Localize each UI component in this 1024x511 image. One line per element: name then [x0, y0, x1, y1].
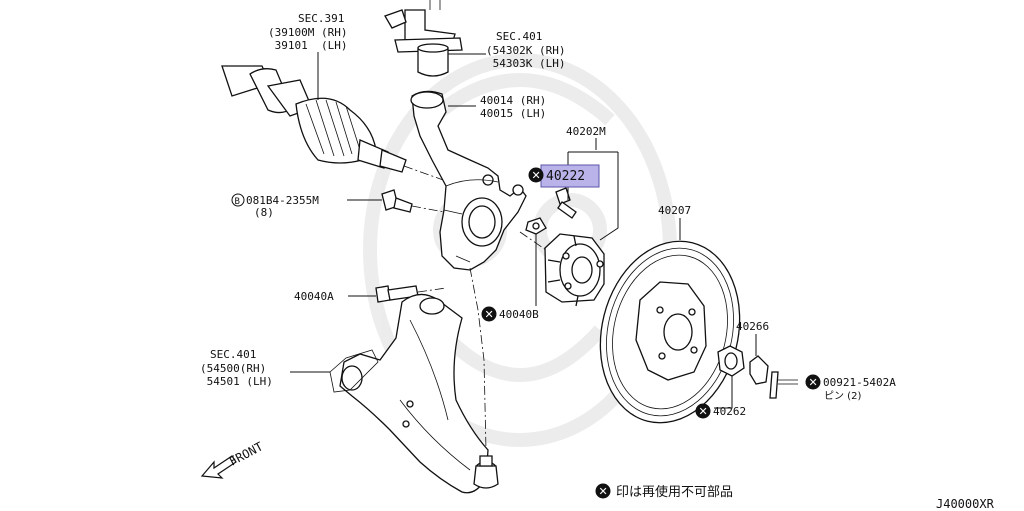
bolt-prefix: B: [235, 197, 240, 207]
bolt-081b4-number: 081B4-2355M: [246, 194, 319, 207]
sec401-low-lh: 54501 (LH): [200, 375, 273, 388]
pin-description: ピン (2): [824, 390, 861, 402]
b-circle-icon: [231, 193, 245, 207]
label-sec401-low[interactable]: SEC.401 (54500(RH) 54501 (LH): [200, 348, 273, 388]
svg-text:✕: ✕: [699, 405, 708, 418]
steering-knuckle: [410, 90, 527, 451]
nut-40040b-number: 40040B: [499, 308, 539, 321]
sec401-low-rh: (54500(RH): [200, 362, 266, 375]
strut-assembly: [384, 0, 463, 77]
hub-bolt: [555, 187, 577, 219]
knuckle-bolt: [381, 189, 445, 213]
drive-shaft: [221, 65, 461, 187]
x-circle-icon: ✕: [595, 483, 611, 499]
label-hub-bolt[interactable]: ✕ 40222: [528, 164, 600, 188]
front-label: FRONT: [227, 439, 265, 468]
x-circle-icon: ✕: [695, 403, 711, 419]
x-circle-icon: ✕: [481, 306, 497, 322]
brake-rotor: [599, 240, 741, 424]
sec401-low-title: SEC.401: [210, 348, 256, 361]
front-indicator: FRONT: [200, 439, 265, 479]
cotter-pin: [769, 371, 798, 399]
pin-number: 00921-5402A: [823, 376, 896, 389]
lock-nut-small: [525, 217, 547, 235]
label-sec401-top[interactable]: SEC.401 (54302K (RH) 54303K (LH): [486, 30, 565, 70]
label-hub-assy[interactable]: 40202M: [566, 125, 606, 138]
wheel-hub: [519, 231, 605, 307]
lower-control-arm: [329, 293, 499, 494]
hub-nut: [717, 345, 745, 377]
diagram-code: J40000XR: [936, 497, 995, 511]
front-arrow-icon: [200, 455, 237, 479]
sec401-top-title: SEC.401: [496, 30, 542, 43]
legend: ✕ 印は再使用不可部品: [595, 483, 733, 500]
label-40040b[interactable]: ✕ 40040B: [481, 306, 540, 322]
knuckle-rh: 40014 (RH): [480, 94, 546, 107]
label-pin[interactable]: ✕ 00921-5402A ピン (2): [805, 374, 897, 403]
label-washer[interactable]: 40266: [736, 320, 769, 333]
label-knuckle[interactable]: 40014 (RH) 40015 (LH): [480, 94, 546, 120]
x-circle-icon: ✕: [805, 374, 821, 390]
legend-text: 印は再使用不可部品: [616, 484, 733, 500]
label-40262[interactable]: ✕ 40262: [695, 403, 747, 419]
sec401-top-lh: 54303K (LH): [486, 57, 565, 70]
label-sec391[interactable]: SEC.391 (39100M (RH) 39101 (LH): [268, 12, 347, 52]
sec401-top-rh: (54302K (RH): [486, 44, 565, 57]
nut-washer: [749, 355, 769, 385]
hub-bolt-number: 40222: [546, 169, 585, 184]
knuckle-lh: 40015 (LH): [480, 107, 546, 120]
label-40040a[interactable]: 40040A: [294, 290, 334, 303]
bolt-081b4-qty: (8): [254, 206, 274, 219]
svg-text:✕: ✕: [809, 376, 818, 389]
leader-lines: [290, 52, 820, 409]
nut-40262-number: 40262: [713, 405, 746, 418]
label-081b4[interactable]: B 081B4-2355M (8): [231, 193, 319, 219]
sec391-lh: 39101 (LH): [268, 39, 347, 52]
svg-text:✕: ✕: [532, 169, 541, 182]
svg-text:✕: ✕: [599, 485, 608, 498]
x-circle-icon: ✕: [528, 167, 544, 183]
sec391-title: SEC.391: [298, 12, 344, 25]
sec391-rh: (39100M (RH): [268, 26, 347, 39]
svg-text:✕: ✕: [485, 308, 494, 321]
label-rotor[interactable]: 40207: [658, 204, 691, 217]
